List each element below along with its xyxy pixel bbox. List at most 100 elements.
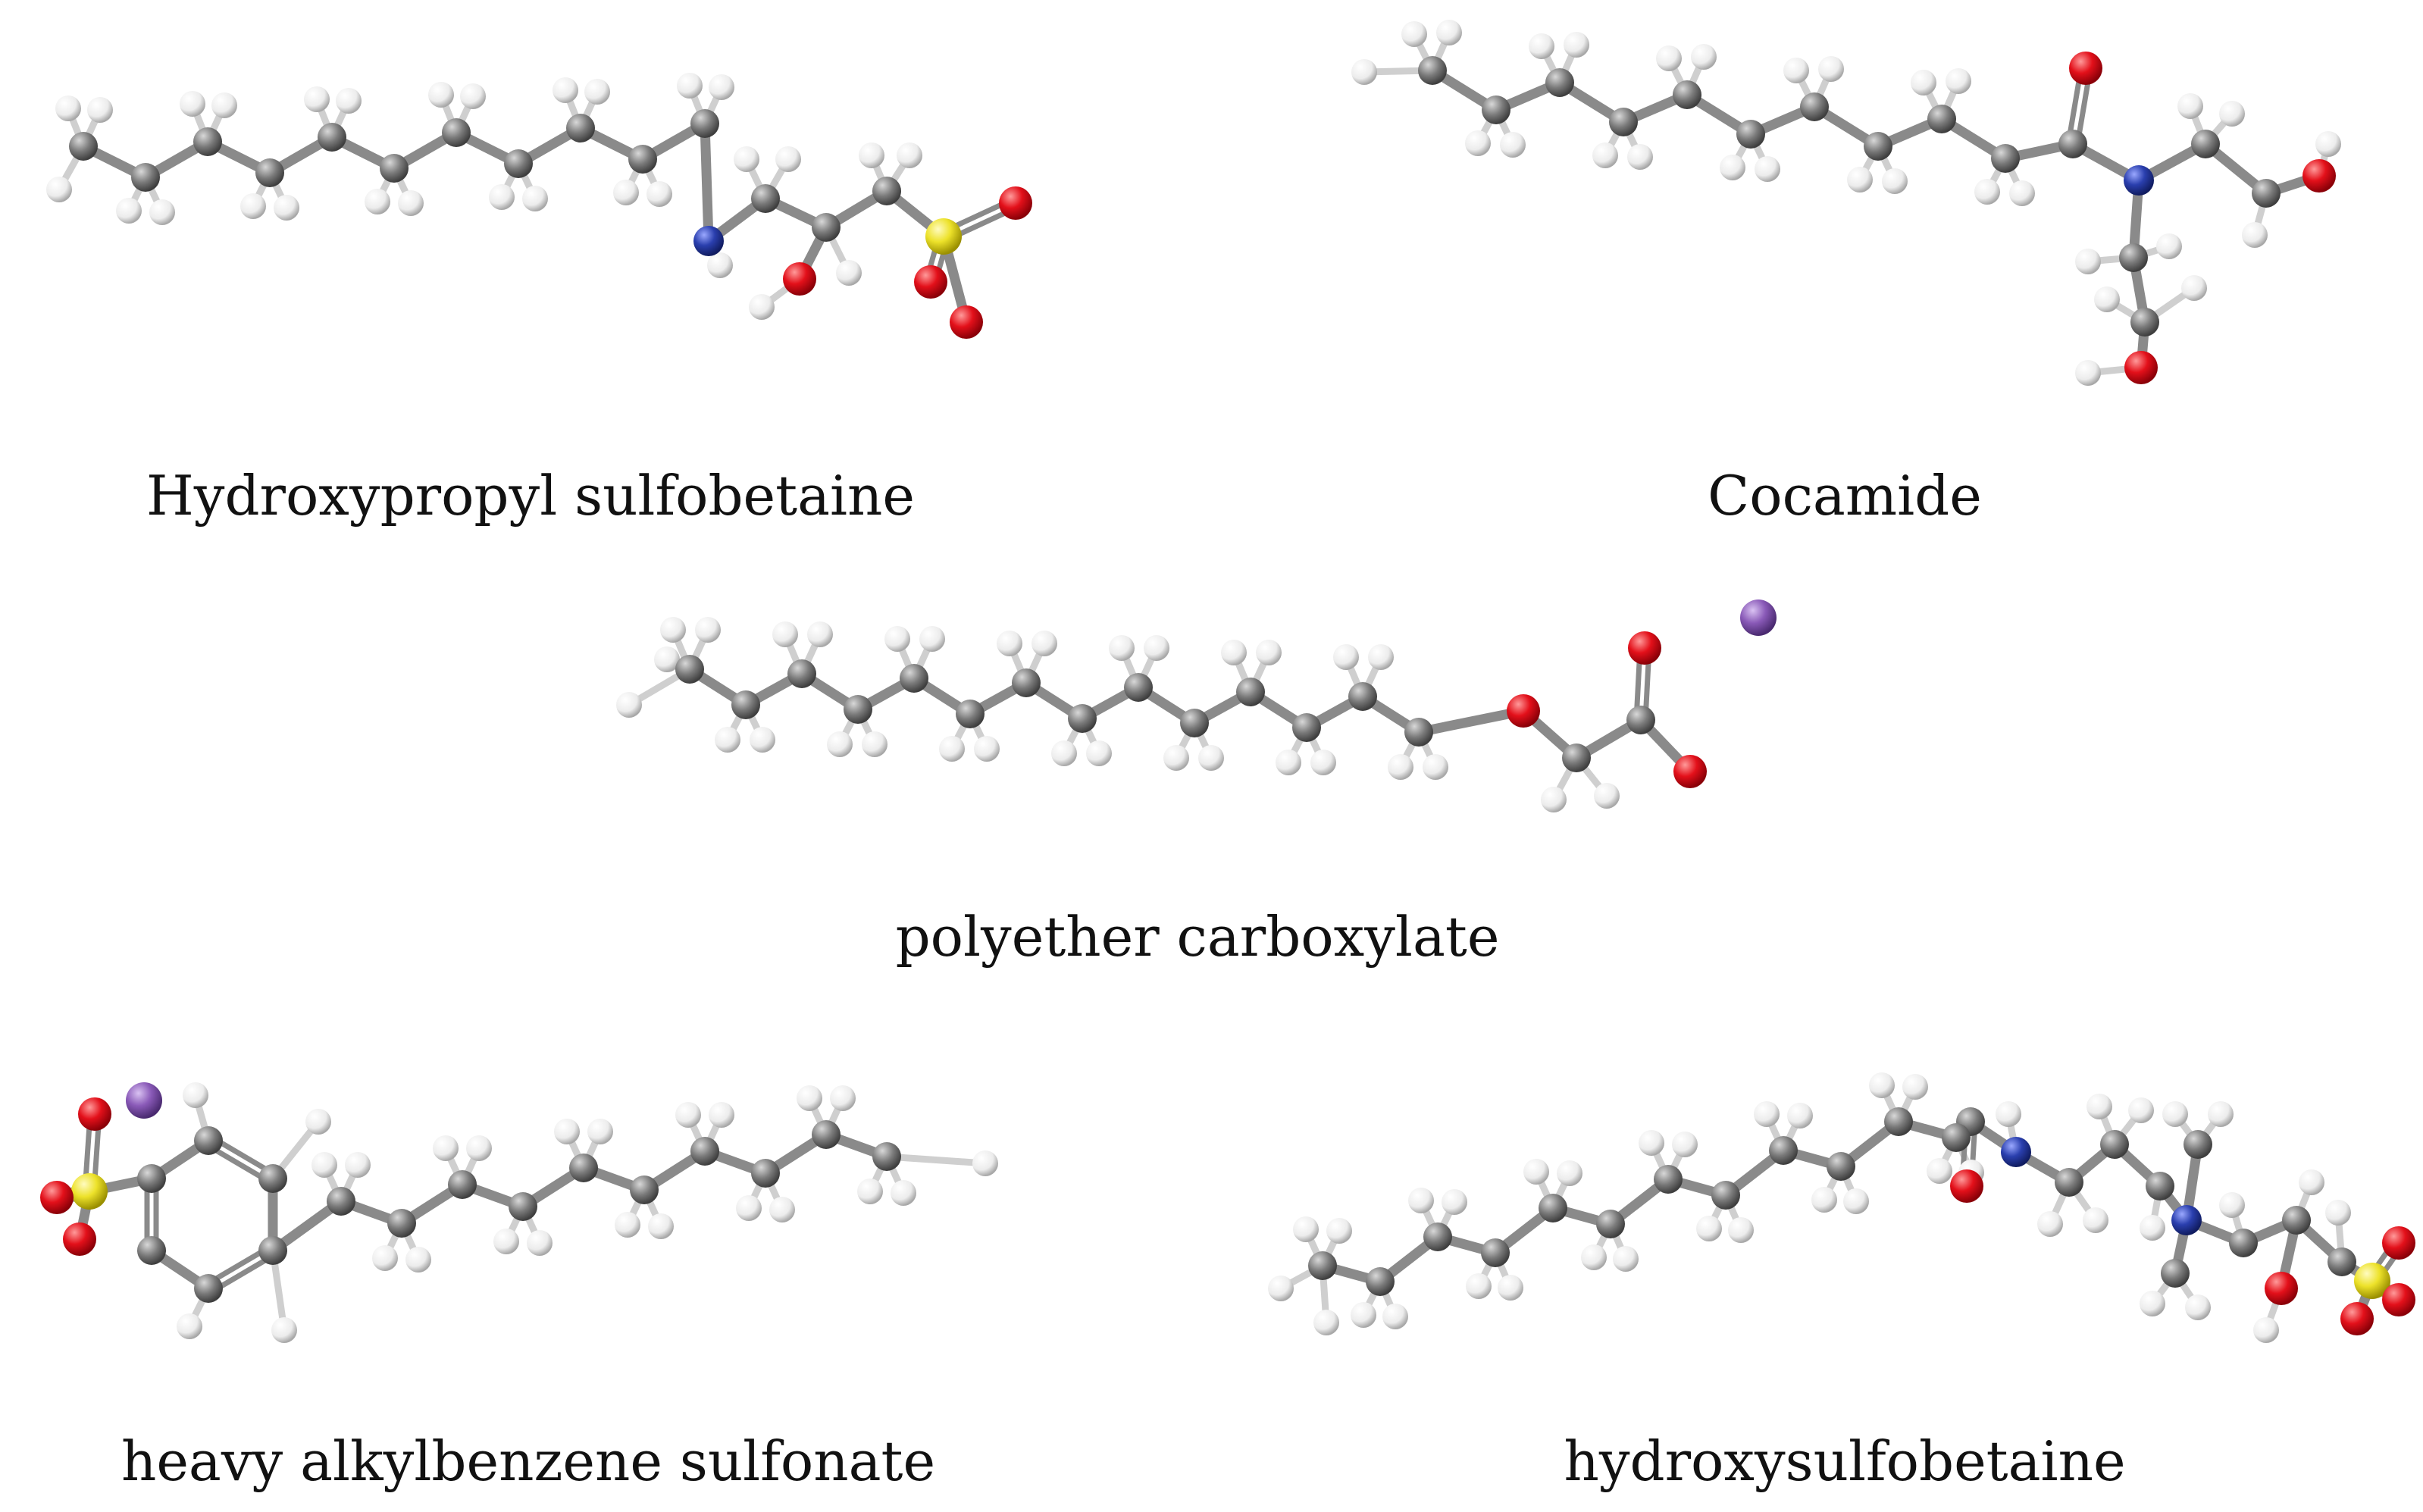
hydrogen-atom xyxy=(304,86,330,112)
hydrogen-atom xyxy=(587,1119,613,1144)
hydrogen-atom xyxy=(1268,1276,1294,1301)
hydrogen-atom xyxy=(1843,1188,1869,1214)
carbon-atom xyxy=(2252,179,2281,208)
hydrogen-atom xyxy=(149,199,175,225)
hydrogen-atom xyxy=(1382,1304,1408,1329)
carbon-atom xyxy=(1481,1238,1510,1267)
hydrogen-atom xyxy=(972,1150,998,1176)
carbon-atom xyxy=(1236,678,1265,706)
hydrogen-atom xyxy=(1581,1244,1607,1270)
hydrogen-atom xyxy=(240,193,266,219)
atoms xyxy=(1351,20,2341,386)
carbon-atom xyxy=(1545,68,1574,97)
hydrogen-atom xyxy=(939,736,965,762)
carbon-atom xyxy=(137,1164,166,1193)
hydrogen-atom xyxy=(1436,20,1462,45)
hydrogen-atom xyxy=(183,1082,208,1108)
hydrogen-atom xyxy=(365,189,390,214)
oxygen-atom xyxy=(1673,755,1707,788)
hydrogen-atom xyxy=(336,88,362,114)
carbon-atom xyxy=(1308,1251,1337,1280)
hydrogen-atom xyxy=(46,177,72,202)
carbon-atom xyxy=(1596,1210,1625,1238)
hydrogen-atom xyxy=(1198,745,1224,771)
oxygen-atom xyxy=(2069,52,2102,85)
hydrogen-atom xyxy=(615,1212,640,1238)
hydrogen-atom xyxy=(1465,130,1491,156)
hydrogen-atom xyxy=(2009,180,2035,206)
hydrogen-atom xyxy=(750,727,775,753)
hydrogen-atom xyxy=(55,95,81,121)
hydrogen-atom xyxy=(1326,1218,1352,1244)
hydrogen-atom xyxy=(1144,635,1169,661)
hydrogen-atom xyxy=(857,1179,883,1204)
hydrogen-atom xyxy=(997,631,1022,656)
hydrogen-atom xyxy=(1498,1275,1523,1301)
hydrogen-atom xyxy=(2299,1169,2324,1195)
hydrogen-atom xyxy=(180,91,205,117)
hydrogen-atom xyxy=(489,184,515,210)
carbon-atom xyxy=(258,1236,287,1265)
hydrogen-atom xyxy=(372,1245,398,1271)
hydrogen-atom xyxy=(1557,1160,1582,1186)
carbon-atom xyxy=(1562,743,1591,772)
carbon-atom xyxy=(1827,1152,1855,1181)
carbon-atom xyxy=(194,1126,223,1155)
carbon-atom xyxy=(2119,243,2148,272)
hydrogen-atom xyxy=(648,1213,674,1239)
hydrogen-atom xyxy=(830,1085,856,1111)
hydrogen-atom xyxy=(2128,1097,2154,1123)
hydrogen-atom xyxy=(1847,167,1873,193)
carbon-atom xyxy=(2058,130,2087,158)
hydrogen-atom xyxy=(646,181,672,207)
hydrogen-atom xyxy=(1811,1187,1837,1213)
hydrogen-atom xyxy=(1594,783,1620,809)
carbon-atom xyxy=(872,177,901,205)
oxygen-atom xyxy=(783,262,816,296)
hydrogen-atom xyxy=(616,692,642,718)
atoms xyxy=(40,1082,998,1343)
hydrogen-atom xyxy=(553,77,578,103)
carbon-atom xyxy=(1736,120,1765,149)
carbon-atom xyxy=(1292,713,1321,742)
carbon-atom xyxy=(2100,1130,2129,1159)
hydrogen-atom xyxy=(1672,1132,1698,1157)
hydrogen-atom xyxy=(1031,631,1057,656)
hydrogen-atom xyxy=(897,142,922,168)
hydrogen-atom xyxy=(2094,286,2120,312)
carbon-atom xyxy=(872,1142,901,1171)
carbon-atom xyxy=(1942,1123,1971,1152)
carbon-atom xyxy=(509,1192,537,1221)
hydrogen-atom xyxy=(1351,1302,1376,1328)
carbon-atom xyxy=(690,1137,719,1166)
carbon-atom xyxy=(1884,1107,1913,1136)
hydrogen-atom xyxy=(1086,740,1112,766)
sulfur-atom xyxy=(925,218,962,255)
hydrogen-atom xyxy=(884,626,910,652)
hydrogen-atom xyxy=(715,727,740,753)
hydrogen-atom xyxy=(1109,635,1135,661)
hydrogen-atom xyxy=(797,1085,822,1111)
molecule-hydroxysulfobetaine xyxy=(1268,1072,2415,1343)
hydrogen-atom xyxy=(2075,249,2101,274)
hydrogen-atom xyxy=(807,621,833,647)
carbon-atom xyxy=(69,132,98,161)
hydrogen-atom xyxy=(1696,1216,1722,1241)
hydrogen-atom xyxy=(613,180,639,205)
hydrogen-atom xyxy=(1466,1273,1492,1299)
hydrogen-atom xyxy=(87,97,113,123)
hydrogen-atom xyxy=(1911,70,1936,95)
carbon-atom xyxy=(2130,308,2159,337)
hydrogen-atom xyxy=(1656,45,1682,71)
carbon-atom xyxy=(731,690,760,719)
oxygen-atom xyxy=(40,1181,74,1214)
carbon-atom xyxy=(442,118,471,147)
carbon-atom xyxy=(327,1187,355,1216)
atoms xyxy=(46,73,1032,339)
hydrogen-atom xyxy=(1902,1074,1928,1100)
hydrogen-atom xyxy=(1163,745,1189,771)
carbon-atom xyxy=(1012,668,1041,697)
bond xyxy=(883,1153,989,1167)
hydrogen-atom xyxy=(1927,1158,1952,1184)
